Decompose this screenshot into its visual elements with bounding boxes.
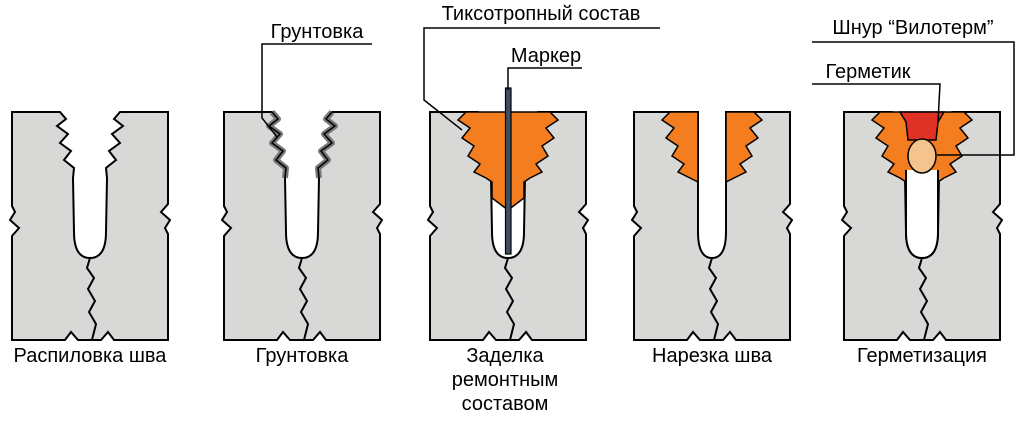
- callout-lines: [261, 27, 1015, 156]
- groove-cavity: [906, 170, 938, 258]
- panel-stage1-sawing: [9, 111, 171, 341]
- primer-leader-line: [261, 43, 372, 138]
- concrete-block: [9, 111, 171, 341]
- sealant-leader-line: [812, 83, 941, 123]
- caption-stage3-line2: ремонтным: [452, 369, 559, 391]
- caption-stage3-line1: Заделка: [466, 345, 544, 367]
- caption-stage1: Распиловка шва: [14, 345, 168, 367]
- panel-stage2-priming: [221, 111, 383, 341]
- marker-rod: [504, 87, 512, 255]
- concrete-block: [631, 111, 793, 341]
- caption-stage3-line3: составом: [462, 393, 549, 415]
- panel-stage5-sealing: [841, 111, 1003, 341]
- vilotherm-cord: [907, 138, 937, 174]
- panel-stage4-cutting: [631, 111, 793, 341]
- caption-stage5: Герметизация: [857, 345, 987, 367]
- panel-stage3-repair-compound: [427, 87, 589, 341]
- cord-callout-label: Шнур “Вилотерм”: [832, 17, 993, 39]
- marker-leader-line: [507, 67, 582, 90]
- sealant-fill: [898, 111, 946, 141]
- caption-stage2: Грунтовка: [256, 345, 350, 367]
- marker-callout-label: Маркер: [511, 45, 581, 67]
- sealant-callout-label: Герметик: [825, 61, 910, 83]
- caption-stage4: Нарезка шва: [652, 345, 773, 367]
- cord-leader-line: [812, 41, 1015, 156]
- concrete-block: [221, 111, 383, 341]
- thixotropic-leader-line: [423, 27, 660, 131]
- primer-callout-label: Грунтовка: [271, 21, 365, 43]
- thixotropic-callout-label: Тиксотропный состав: [442, 3, 641, 25]
